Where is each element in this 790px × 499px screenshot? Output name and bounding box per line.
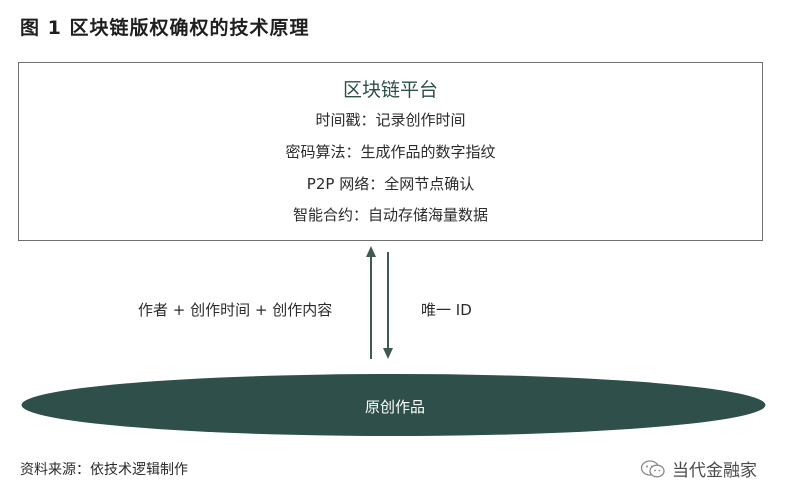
- blockchain-platform-box: 区块链平台 时间戳：记录创作时间 密码算法：生成作品的数字指纹 P2P 网络：全…: [18, 62, 763, 241]
- feature-smart-contract: 智能合约：自动存储海量数据: [292, 206, 488, 224]
- downward-flow-label: 唯一 ID: [421, 301, 472, 319]
- figure-title: 图 1 区块链版权确权的技术原理: [20, 17, 310, 39]
- feature-timestamp: 时间戳：记录创作时间: [315, 111, 466, 129]
- original-work-label: 原创作品: [364, 398, 425, 416]
- brand-watermark: 当代金融家: [640, 456, 757, 481]
- downward-arrowhead: [383, 348, 393, 359]
- feature-p2p-network: P2P 网络：全网节点确认: [306, 175, 475, 193]
- brand-name: 当代金融家: [672, 461, 757, 481]
- wechat-icon: [640, 459, 665, 477]
- feature-crypto-algorithm: 密码算法：生成作品的数字指纹: [285, 143, 496, 161]
- original-work-ellipse: [21, 374, 766, 436]
- upward-flow-label: 作者 + 创作时间 + 创作内容: [138, 301, 333, 319]
- source-note: 资料来源：依技术逻辑制作: [20, 462, 188, 478]
- platform-title: 区块链平台: [342, 79, 438, 101]
- upward-arrowhead: [366, 246, 376, 257]
